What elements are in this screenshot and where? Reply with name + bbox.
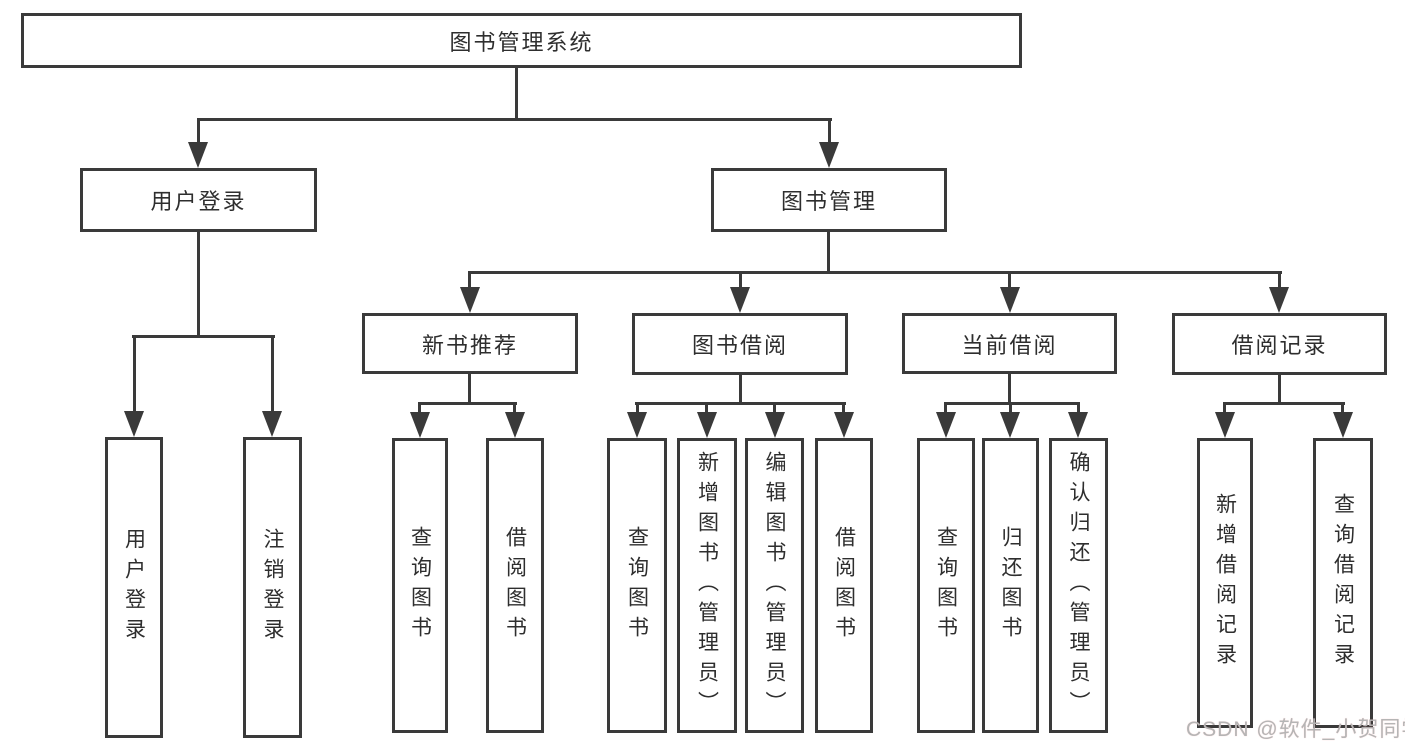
node-leaf-borrow-books-1: 借阅图书	[486, 438, 544, 733]
arrowhead-down-icon	[1333, 412, 1353, 438]
connector-line	[1341, 402, 1344, 416]
arrowhead-down-icon	[460, 287, 480, 313]
connector-line	[1009, 402, 1012, 416]
arrowhead-down-icon	[1000, 412, 1020, 438]
connector-line	[635, 402, 846, 405]
node-leaf-query-books-1: 查询图书	[392, 438, 448, 733]
arrowhead-down-icon	[124, 411, 144, 437]
connector-line	[842, 402, 845, 416]
node-leaf-query-books-3: 查询图书	[917, 438, 975, 733]
arrowhead-down-icon	[505, 412, 525, 438]
node-leaf-query-borrow-record: 查询借阅记录	[1313, 438, 1373, 728]
node-current-borrow: 当前借阅	[902, 313, 1117, 374]
node-leaf-confirm-return-admin: 确认归还（管理员）	[1049, 438, 1108, 733]
connector-line	[513, 402, 516, 416]
node-leaf-borrow-books-2: 借阅图书	[815, 438, 873, 733]
connector-line	[1223, 402, 1345, 405]
arrowhead-down-icon	[730, 287, 750, 313]
connector-line	[468, 372, 471, 405]
arrowhead-down-icon	[819, 142, 839, 168]
arrowhead-down-icon	[1068, 412, 1088, 438]
connector-line	[133, 335, 136, 415]
arrowhead-down-icon	[1269, 287, 1289, 313]
node-book-borrow: 图书借阅	[632, 313, 848, 375]
node-leaf-return-books: 归还图书	[982, 438, 1039, 733]
connector-line	[828, 118, 831, 150]
connector-line	[773, 402, 776, 416]
arrowhead-down-icon	[1215, 412, 1235, 438]
connector-line	[197, 118, 200, 150]
connector-line	[1278, 271, 1281, 293]
connector-line	[636, 402, 639, 416]
connector-line	[197, 118, 832, 121]
connector-line	[1008, 271, 1011, 293]
connector-line	[132, 335, 275, 338]
connector-line	[271, 335, 274, 415]
node-leaf-add-books-admin: 新增图书（管理员）	[677, 438, 737, 733]
connector-line	[739, 271, 742, 293]
connector-line	[1278, 373, 1281, 405]
arrowhead-down-icon	[188, 142, 208, 168]
connector-line	[944, 402, 1080, 405]
csdn-watermark: CSDN @软件_小贺同学	[1186, 718, 1405, 741]
connector-line	[827, 230, 830, 274]
connector-line	[468, 271, 471, 293]
arrowhead-down-icon	[936, 412, 956, 438]
connector-line	[468, 271, 1282, 274]
connector-line	[1077, 402, 1080, 416]
arrowhead-down-icon	[410, 412, 430, 438]
arrowhead-down-icon	[1000, 287, 1020, 313]
connector-line	[944, 402, 947, 416]
arrowhead-down-icon	[834, 412, 854, 438]
arrowhead-down-icon	[697, 412, 717, 438]
node-leaf-add-borrow-record: 新增借阅记录	[1197, 438, 1253, 728]
node-new-book-recommend: 新书推荐	[362, 313, 578, 374]
node-leaf-user-login: 用户登录	[105, 437, 163, 738]
node-user-login: 用户登录	[80, 168, 317, 232]
node-root: 图书管理系统	[21, 13, 1022, 68]
arrowhead-down-icon	[765, 412, 785, 438]
node-leaf-logout: 注销登录	[243, 437, 302, 738]
connector-line	[1223, 402, 1226, 416]
node-book-management: 图书管理	[711, 168, 947, 232]
connector-line	[418, 402, 421, 416]
arrowhead-down-icon	[627, 412, 647, 438]
connector-line	[515, 66, 518, 120]
connector-line	[1008, 372, 1011, 405]
connector-line	[197, 230, 200, 338]
connector-line	[739, 373, 742, 405]
connector-line	[418, 402, 517, 405]
node-leaf-edit-books-admin: 编辑图书（管理员）	[745, 438, 804, 733]
node-borrow-records: 借阅记录	[1172, 313, 1387, 375]
node-leaf-query-books-2: 查询图书	[607, 438, 667, 733]
connector-line	[705, 402, 708, 416]
arrowhead-down-icon	[262, 411, 282, 437]
